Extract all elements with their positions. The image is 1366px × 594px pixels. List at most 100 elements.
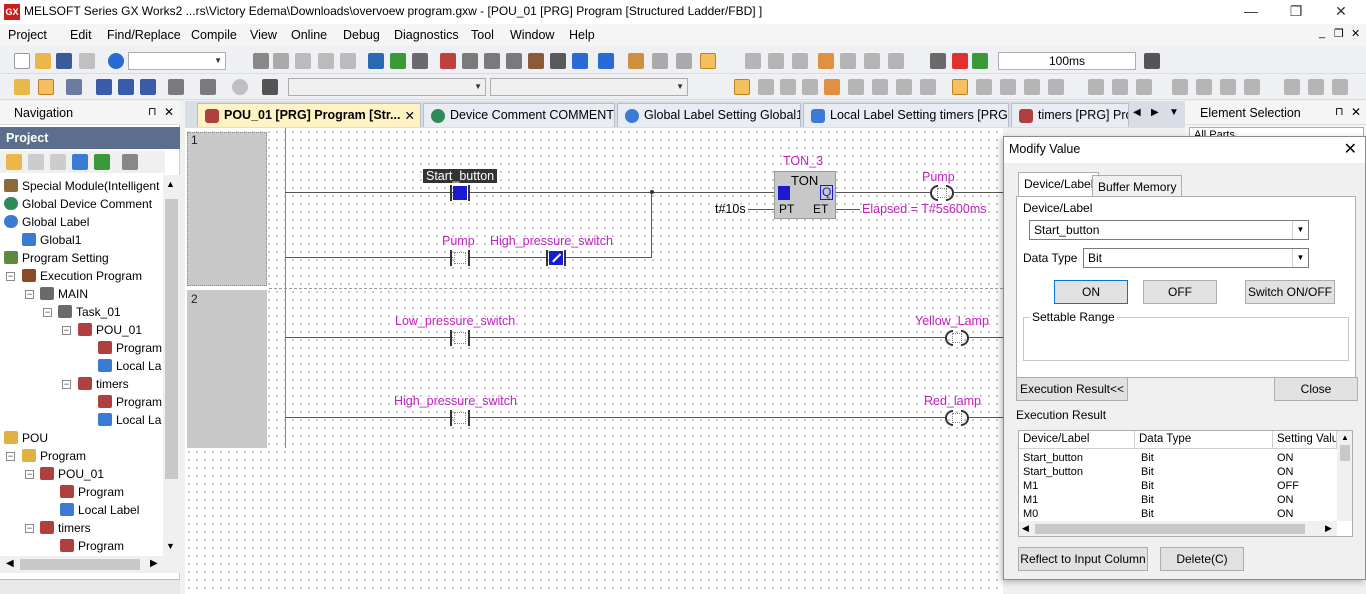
output-icon[interactable] <box>66 79 82 95</box>
ladder-mode-icon[interactable] <box>952 79 968 95</box>
property-data-icon[interactable] <box>72 154 88 170</box>
align-center-icon[interactable] <box>768 53 784 69</box>
execution-result-toggle-button[interactable]: Execution Result<< <box>1016 377 1128 401</box>
stop-icon[interactable] <box>972 53 988 69</box>
jump-icon[interactable] <box>484 53 500 69</box>
replace-icon[interactable] <box>412 53 428 69</box>
tab-timers-program[interactable]: timers [PRG] Prog <box>1011 103 1129 127</box>
coil-label-yellow-lamp[interactable]: Yellow_Lamp <box>915 314 989 328</box>
mdi-close-button[interactable]: ✕ <box>1351 28 1361 40</box>
scroll-thumb[interactable] <box>165 199 178 479</box>
tree-item-program-folder[interactable]: Program <box>22 447 86 465</box>
window-layout-icon[interactable] <box>700 53 716 69</box>
chevron-down-icon[interactable]: ▼ <box>1292 221 1308 239</box>
tree-item-global-label[interactable]: Global Label <box>4 213 89 231</box>
off-button[interactable]: OFF <box>1143 280 1217 304</box>
scan-time-field[interactable]: 100ms <box>998 52 1136 70</box>
menu-project[interactable]: Project <box>8 28 47 42</box>
tab-list-icon[interactable]: ▼ <box>1169 107 1179 118</box>
device-list-icon[interactable] <box>462 53 478 69</box>
monitor-stop-icon[interactable] <box>652 53 668 69</box>
tab-close-icon[interactable]: ✕ <box>404 109 415 123</box>
device-memory-icon[interactable] <box>140 79 156 95</box>
coil-label-pump[interactable]: Pump <box>922 170 955 184</box>
paste-data-icon[interactable] <box>50 154 66 170</box>
collapse-icon[interactable]: − <box>62 379 71 389</box>
column-header-device-label[interactable]: Device/Label <box>1019 431 1135 449</box>
link-icon[interactable] <box>1332 79 1348 95</box>
tree-item-timers-program[interactable]: Program <box>98 393 162 411</box>
table-vertical-scrollbar[interactable]: ▲ <box>1337 431 1352 521</box>
tab-next-icon[interactable]: ▶ <box>1151 107 1159 118</box>
table-horizontal-scrollbar[interactable]: ◀ ▶ <box>1019 521 1337 536</box>
grid-icon[interactable] <box>864 53 880 69</box>
online-write-icon[interactable] <box>550 53 566 69</box>
mdi-minimize-button[interactable]: _ <box>1319 27 1326 39</box>
delete-button[interactable]: Delete(C) <box>1160 547 1244 571</box>
distribute-icon[interactable] <box>792 53 808 69</box>
search-icon[interactable] <box>506 53 522 69</box>
help-icon[interactable] <box>108 53 124 69</box>
scroll-up-icon[interactable]: ▲ <box>1341 433 1349 442</box>
wire-icon[interactable] <box>758 79 774 95</box>
column-header-data-type[interactable]: Data Type <box>1135 431 1273 449</box>
pin-icon[interactable]: ⊓ <box>148 106 157 118</box>
jump-tool-icon[interactable] <box>920 79 936 95</box>
ladder-editor[interactable]: 1 2 Start_button Pump High_pressure_swit… <box>185 128 1003 594</box>
read-plc-icon[interactable] <box>572 53 588 69</box>
tree-item-pou01-local-label[interactable]: Local La <box>98 357 161 375</box>
apply-scan-icon[interactable] <box>1144 53 1160 69</box>
tree-item-global-device-comment[interactable]: Global Device Comment <box>4 195 152 213</box>
coil-yellow-lamp[interactable] <box>945 330 969 346</box>
tree-item-pou-01[interactable]: POU_01 <box>78 321 142 339</box>
function-insert-icon[interactable] <box>1136 79 1152 95</box>
tree-item-pou-01-b[interactable]: POU_01 <box>40 465 104 483</box>
contact-pump[interactable] <box>450 250 470 266</box>
tools-icon[interactable] <box>200 79 216 95</box>
switch-on-off-button[interactable]: Switch ON/OFF <box>1245 280 1335 304</box>
series-icon[interactable] <box>1220 79 1236 95</box>
element-selection-close-icon[interactable]: ✕ <box>1351 105 1362 119</box>
hscroll-thumb[interactable] <box>1035 524 1305 534</box>
cut-icon[interactable] <box>253 53 269 69</box>
branch-icon[interactable] <box>1308 79 1324 95</box>
connect-icon[interactable] <box>888 53 904 69</box>
coil-red-lamp[interactable] <box>945 410 969 426</box>
collapse-icon[interactable]: − <box>43 307 52 317</box>
coil-insert-icon[interactable] <box>1112 79 1128 95</box>
scroll-right-icon[interactable]: ▶ <box>1325 523 1332 533</box>
scroll-left-icon[interactable]: ◀ <box>6 558 14 569</box>
elapsed-label[interactable]: Elapsed = T#5s600ms <box>862 202 987 216</box>
tree-item-timersb-program[interactable]: Program <box>60 537 124 555</box>
chevron-down-icon[interactable]: ▼ <box>1292 249 1308 267</box>
find-instruction-icon[interactable] <box>390 53 406 69</box>
restore-button[interactable]: ❐ <box>1289 3 1303 19</box>
scroll-left-icon[interactable]: ◀ <box>1022 523 1029 533</box>
close-button[interactable]: Close <box>1274 377 1358 401</box>
vertical-line-icon[interactable] <box>1172 79 1188 95</box>
new-icon[interactable] <box>14 53 30 69</box>
contact-low-pressure-switch[interactable] <box>450 330 470 346</box>
hscroll-thumb[interactable] <box>20 559 140 570</box>
scroll-down-icon[interactable]: ▼ <box>166 541 175 551</box>
contact-label-high-pressure-switch-2[interactable]: High_pressure_switch <box>394 394 517 408</box>
copy-icon[interactable] <box>273 53 289 69</box>
tree-item-pou[interactable]: POU <box>4 429 48 447</box>
input-tool-icon[interactable] <box>848 79 864 95</box>
menu-debug[interactable]: Debug <box>343 28 380 42</box>
open-icon[interactable] <box>35 53 51 69</box>
zoom-icon[interactable] <box>840 53 856 69</box>
tree-item-execution-program[interactable]: Execution Program <box>22 267 142 285</box>
tab-prev-icon[interactable]: ◀ <box>1133 107 1141 118</box>
undo-icon[interactable] <box>318 53 334 69</box>
coil-pump[interactable] <box>930 185 954 201</box>
horizontal-line-icon[interactable] <box>1088 79 1104 95</box>
tree-item-task-01[interactable]: Task_01 <box>58 303 121 321</box>
dialog-close-icon[interactable]: ✕ <box>1343 141 1357 158</box>
tree-item-timers[interactable]: timers <box>78 375 129 393</box>
tab-local-label-setting[interactable]: Local Label Setting timers [PRG] <box>803 103 1009 127</box>
menu-window[interactable]: Window <box>510 28 555 42</box>
navigation-close-icon[interactable]: ✕ <box>164 105 175 119</box>
tree-item-global1[interactable]: Global1 <box>22 231 81 249</box>
query-icon[interactable] <box>232 79 248 95</box>
